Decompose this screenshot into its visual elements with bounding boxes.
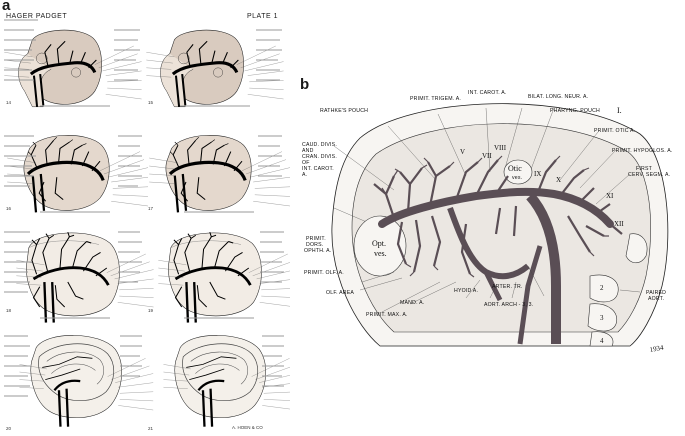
label-trigem: PRIMIT. TRIGEM. A.	[410, 96, 461, 102]
panel-a-plate	[0, 19, 290, 436]
label-int-carot: INT. CAROT. A.	[468, 90, 507, 96]
label-olf-area: OLF. AREA	[326, 290, 354, 296]
label-opt: Opt.	[372, 239, 386, 248]
label-caud-2: AND	[302, 148, 314, 154]
fig-number-15: 15	[148, 100, 154, 105]
plate-author: HAGER PADGET	[6, 13, 68, 20]
label-nerve-viii: VIII	[494, 144, 507, 152]
label-nerve-xii: XII	[614, 220, 624, 228]
fig-number-16: 16	[6, 206, 12, 211]
label-arter-tr: ARTER. TR.	[492, 284, 523, 290]
label-caud-5: INT. CAROT.	[302, 166, 334, 172]
label-nerve-v: V	[460, 148, 465, 156]
label-hyoid: HYOID A.	[454, 288, 478, 294]
label-paired: PAIRED	[646, 290, 666, 296]
embryo-fig-20	[19, 335, 153, 426]
fig-number-21: 21	[148, 426, 154, 431]
panel-b-letter: b	[300, 76, 310, 93]
label-cerv-segm: CERV. SEGM. A.	[628, 172, 670, 178]
fig-number-17: 17	[148, 206, 154, 211]
label-mand: MAND. A.	[400, 300, 424, 306]
label-dors-2: DORS.	[306, 242, 323, 248]
embryo-fig-21	[163, 335, 290, 426]
label-primit-max: PRIMIT. MAX. A.	[366, 312, 408, 318]
label-otic-ves: ves.	[512, 175, 522, 181]
fig-number-20: 20	[6, 426, 12, 431]
label-opt-ves: ves.	[374, 249, 387, 258]
embryo-fig-18	[16, 232, 153, 322]
label-somite-3: 3	[600, 314, 604, 322]
label-nerve-vii: VII	[482, 152, 492, 160]
embryo-fig-14	[4, 30, 141, 107]
label-somite-2: 2	[600, 284, 604, 292]
label-nerve-ix: IX	[534, 170, 541, 178]
label-aort-arch: AORT. ARCH - 3, 3.	[484, 302, 533, 308]
label-primit-olf: PRIMIT. OLF. A.	[304, 270, 344, 276]
label-rathke: RATHKE'S POUCH	[320, 108, 368, 114]
label-first: FIRST	[636, 166, 653, 172]
label-caud-3: CRAN. DIVIS.	[302, 154, 337, 160]
panel-a-letter: a	[2, 0, 11, 14]
embryo-fig-17	[149, 135, 290, 212]
label-bilat-long: BILAT. LONG. NEUR. A.	[528, 94, 588, 100]
label-dors-3: OPHTH. A.	[304, 248, 331, 254]
embryo-fig-16	[7, 135, 148, 212]
embryo-fig-19	[158, 232, 290, 322]
artist-signature: 1934	[649, 344, 665, 354]
fig-number-18: 18	[6, 308, 12, 313]
label-caud-6: A.	[302, 172, 307, 178]
label-dors-1: PRIMIT.	[306, 236, 326, 242]
panel-b-diagram: CAUD. DIVIS. AND CRAN. DIVIS. OF INT. CA…	[302, 90, 673, 354]
fig-number-19: 19	[148, 308, 154, 313]
label-caud-1: CAUD. DIVIS.	[302, 142, 337, 148]
embryo-fig-15	[146, 30, 283, 107]
label-caud-4: OF	[302, 160, 310, 166]
label-primit-hypoglos: PRIMIT. HYPOGLOS. A.	[612, 148, 673, 154]
label-nerve-x: X	[556, 176, 561, 184]
label-nerve-xi: XI	[606, 192, 614, 200]
label-aort: AORT.	[648, 296, 664, 302]
label-pharyng-num: I.	[617, 106, 622, 115]
label-pharyng-pouch: PHARYNG. POUCH	[550, 108, 600, 114]
label-otic: Otic	[508, 164, 522, 173]
label-primit-otic: PRIMIT. OTIC A.	[594, 128, 635, 134]
fig-number-14: 14	[6, 100, 12, 105]
label-somite-4: 4	[600, 337, 604, 345]
engraver-credit: A. HOEN & CO	[232, 425, 263, 430]
plate-number: PLATE 1	[247, 13, 278, 20]
